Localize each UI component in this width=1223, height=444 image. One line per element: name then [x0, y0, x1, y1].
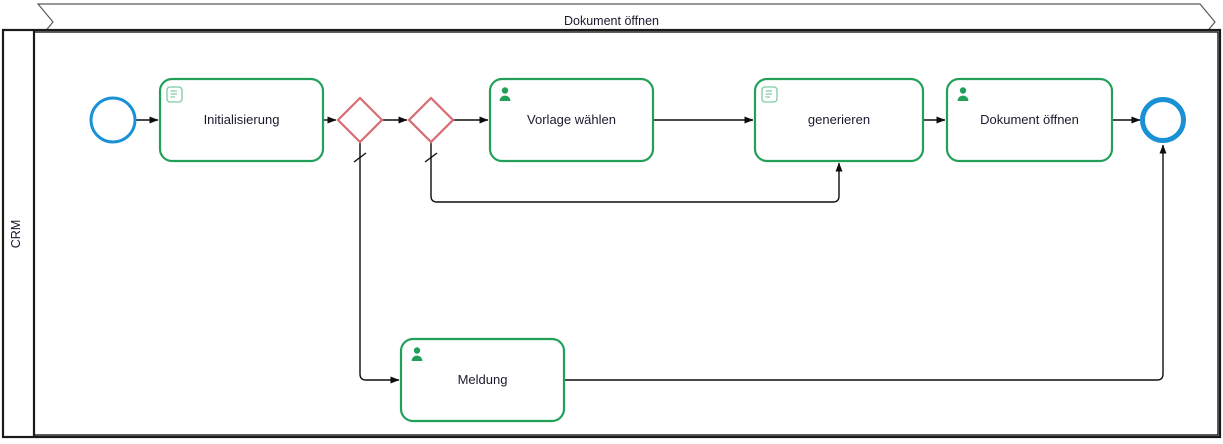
script-task-icon — [166, 86, 183, 103]
flow-gateway-1-to-meldung — [359, 142, 400, 384]
lane-label-crm: CRM — [9, 219, 23, 249]
task-shapes — [158, 77, 1114, 423]
process-banner-title: Dokument öffnen — [564, 14, 659, 28]
task-meldung[interactable] — [399, 337, 566, 423]
default-flow-marker-gateway-1 — [353, 152, 367, 163]
end-event[interactable] — [1140, 97, 1186, 143]
task-vorlage-waehlen[interactable] — [488, 77, 655, 163]
flow-meldung-to-end-event — [564, 144, 1167, 381]
user-task-icon — [957, 87, 969, 101]
exclusive-gateway-2[interactable] — [407, 96, 455, 144]
user-task-icon — [411, 347, 423, 361]
gateway-shapes — [336, 96, 455, 144]
user-task-icon — [499, 87, 511, 101]
sequence-flows — [135, 116, 1167, 384]
event-shapes — [89, 96, 1186, 144]
lane-frame — [33, 31, 1219, 436]
task-type-icons — [166, 86, 969, 361]
flow-gateway-2-to-generieren-loop — [430, 142, 843, 203]
script-task-icon — [761, 86, 778, 103]
task-generieren[interactable] — [753, 77, 925, 163]
exclusive-gateway-1[interactable] — [336, 96, 384, 144]
default-flow-marker-gateway-2 — [424, 152, 438, 163]
task-initialisierung[interactable] — [158, 77, 325, 163]
task-dokument-oeffnen[interactable] — [945, 77, 1114, 163]
start-event[interactable] — [89, 96, 137, 144]
